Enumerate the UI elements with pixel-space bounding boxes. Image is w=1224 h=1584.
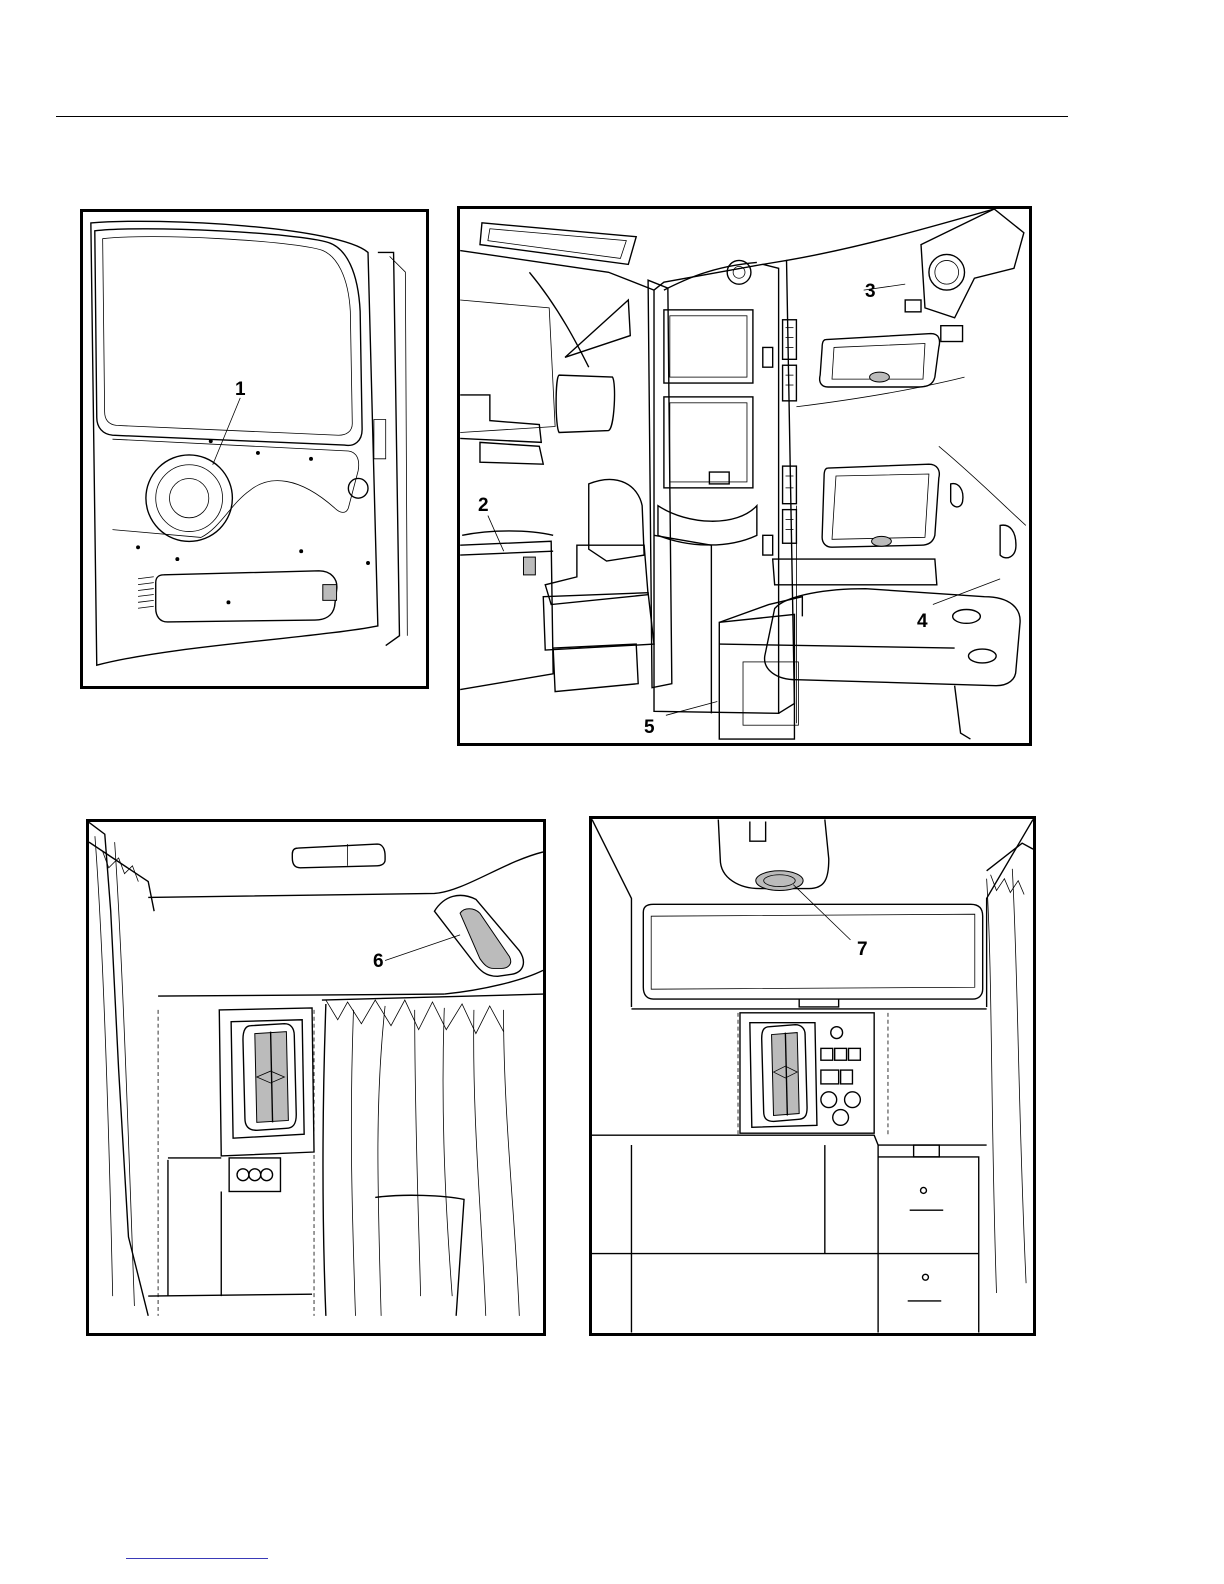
panel-sleeper-interior: 2 3 4 5 (457, 206, 1032, 746)
panel-sleeper-rear-curtain: 6 (86, 819, 546, 1336)
callout-3: 3 (865, 282, 876, 301)
footer-link-underline[interactable] (126, 1558, 268, 1559)
sleeper-rear-storage-illustration (592, 819, 1033, 1333)
callout-1: 1 (235, 380, 246, 399)
callout-7: 7 (857, 940, 868, 959)
callout-2: 2 (478, 496, 489, 515)
callout-6: 6 (373, 952, 384, 971)
callout-5: 5 (644, 718, 655, 737)
sleeper-interior-illustration (460, 209, 1029, 743)
sleeper-rear-curtain-illustration (89, 822, 543, 1333)
panel-door-interior: 1 (80, 209, 429, 689)
door-interior-illustration (83, 212, 426, 686)
panel-sleeper-rear-storage: 7 (589, 816, 1036, 1336)
header-rule (56, 116, 1068, 117)
callout-4: 4 (917, 612, 928, 631)
